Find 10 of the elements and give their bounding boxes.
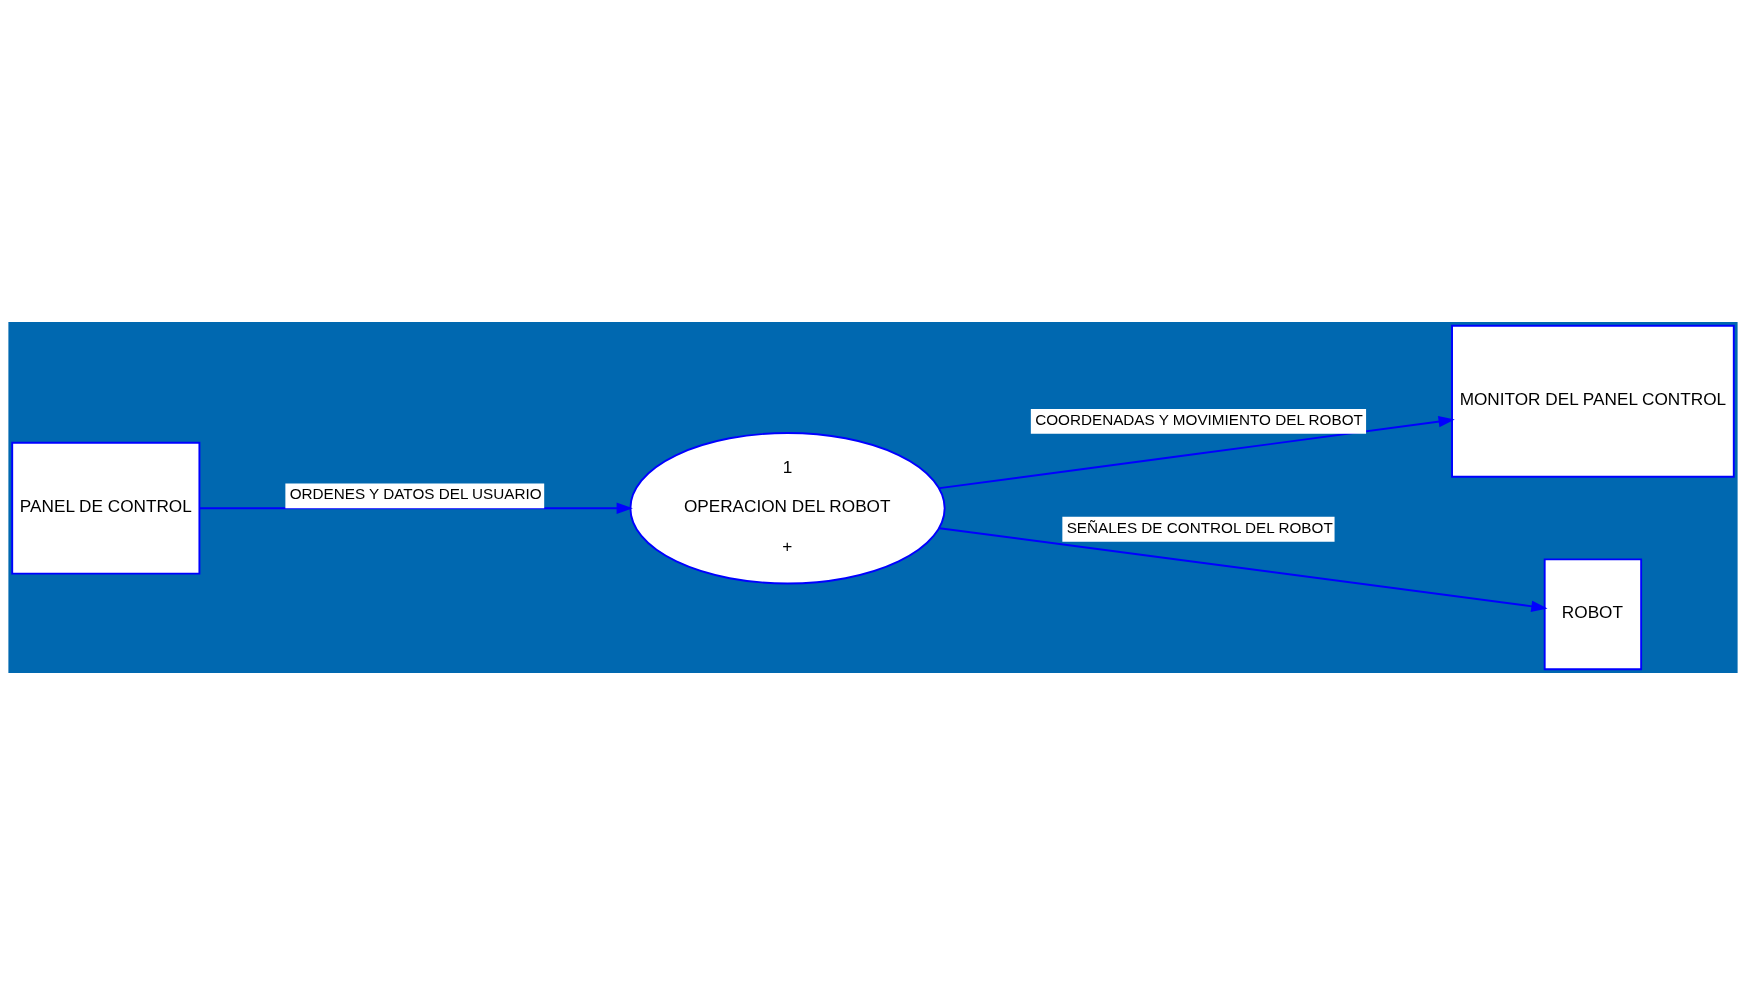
node-box: PANEL DE CONTROL bbox=[11, 441, 201, 575]
arrow bbox=[938, 526, 1548, 612]
edge-label: COORDENADAS Y MOVIMIENTO DEL ROBOT bbox=[1035, 410, 1363, 428]
arrow bbox=[938, 415, 1455, 489]
node-box: MONITOR DEL PANEL CONTROL bbox=[1451, 324, 1735, 478]
arrow bbox=[198, 502, 633, 514]
node-box: ROBOT bbox=[1543, 557, 1643, 670]
node-ellipse: 1 OPERACION DEL ROBOT + bbox=[629, 431, 946, 584]
edge-label: ORDENES Y DATOS DEL USUARIO bbox=[289, 484, 542, 502]
edge-label: SEÑALES DE CONTROL DEL ROBOT bbox=[1066, 518, 1333, 536]
